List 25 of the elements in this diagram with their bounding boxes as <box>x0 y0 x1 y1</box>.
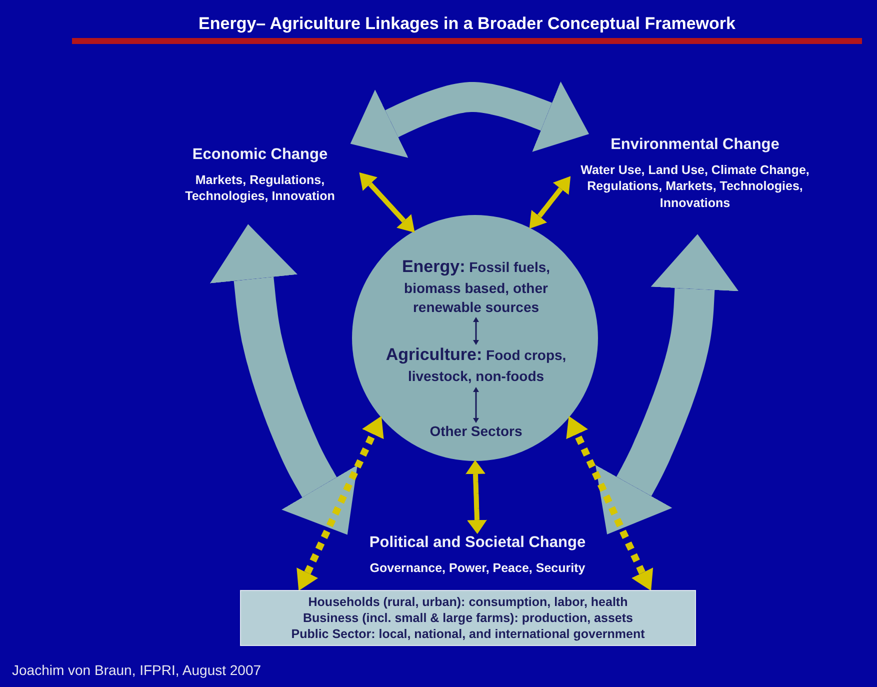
source-note: Joachim von Braun, IFPRI, August 2007 <box>12 662 262 678</box>
text-line: Public Sector: local, national, and international government <box>290 626 646 642</box>
small-double-arrow <box>473 317 479 345</box>
small-double-arrow <box>473 387 479 423</box>
text-line: Business (incl. small & large farms): production, assets <box>302 610 634 626</box>
dotted-double-arrow <box>566 416 654 591</box>
double-arrow <box>529 176 571 229</box>
description: Governance, Power, Peace, Security <box>368 560 586 576</box>
description: Markets, Regulations, Technologies, Innovation <box>184 172 336 205</box>
double-arrow <box>466 460 487 534</box>
text-line: Households (rural, urban): consumption, labor, health <box>307 594 629 610</box>
dotted-double-arrow <box>296 416 384 591</box>
info-box <box>240 590 696 646</box>
curved-double-arrow <box>596 234 739 534</box>
curved-double-arrow <box>350 81 590 158</box>
sector-text: Other Sectors <box>396 422 556 448</box>
sector-text: Agriculture: Food crops, livestock, non-foods <box>356 344 596 388</box>
heading: Economic Change <box>191 145 329 165</box>
curved-double-arrow <box>210 224 358 535</box>
heading: Environmental Change <box>610 135 780 155</box>
sector-text: Energy: Fossil fuels, biomass based, other renewable sources <box>372 256 580 318</box>
description: Water Use, Land Use, Climate Change, Regulations, Markets, Technologies, Innovations <box>580 162 810 211</box>
heading: Political and Societal Change <box>368 533 587 553</box>
title: Energy– Agriculture Linkages in a Broader Conceptual Framework <box>198 14 736 34</box>
double-arrow <box>359 172 415 233</box>
